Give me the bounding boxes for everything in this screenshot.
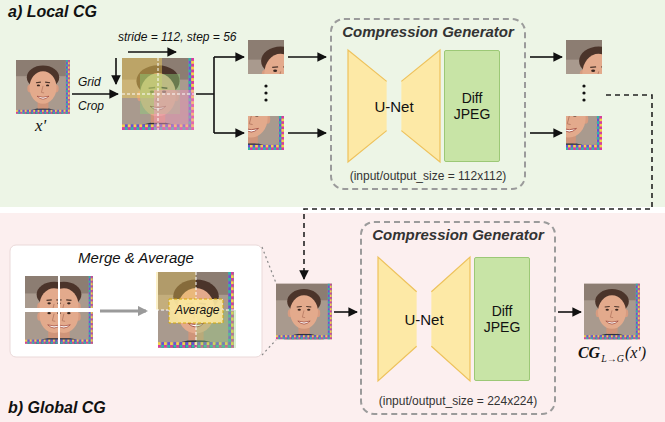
crop-image: [219, 85, 284, 150]
crop-image: [248, 40, 313, 105]
jpeg-block: Diff JPEG: [474, 257, 530, 381]
art-detail: [35, 286, 93, 344]
ellipsis-dot: [582, 91, 585, 94]
grid-window: [154, 90, 194, 130]
art-detail: [276, 284, 332, 340]
arrow: [115, 58, 117, 84]
arrow: [128, 51, 176, 53]
zoom-line: [262, 247, 276, 355]
node-title: Compression Generator: [372, 226, 544, 243]
image-symbol: x': [35, 116, 46, 136]
node-title: Compression Generator: [342, 23, 514, 40]
arrow: [288, 132, 326, 134]
merge-arrow: [100, 310, 146, 313]
node-title: Merge & Average: [78, 249, 194, 266]
panel-fill: [0, 0, 665, 207]
average-patch: [169, 299, 223, 323]
face-image: [122, 58, 194, 130]
arrow: [558, 311, 581, 313]
node-title: Diff JPEG: [475, 303, 529, 335]
ellipsis-dot: [582, 98, 585, 101]
stride-note: stride = 112, step = 56: [118, 30, 237, 44]
grid-line: [122, 58, 194, 130]
node-title: b) Global CG: [8, 399, 106, 417]
art-detail: [537, 85, 602, 150]
ellipsis-dot: [264, 84, 267, 87]
node-title: Diff JPEG: [445, 90, 499, 122]
arrow: [72, 93, 118, 95]
arrow: [214, 132, 244, 134]
art-detail: [566, 40, 631, 105]
arrow: [214, 56, 244, 58]
crop-image: [537, 85, 602, 150]
art-detail: [584, 284, 640, 340]
panel-fill: [0, 213, 665, 422]
art-detail: [16, 60, 70, 114]
crop-image: [566, 40, 631, 105]
face-image: [584, 284, 640, 340]
overlay-label: Average: [175, 303, 219, 317]
node-note: (input/output_size = 224x224): [379, 394, 537, 408]
step-label: Crop: [78, 99, 104, 113]
node-note: (input/output_size = 112x112): [350, 169, 507, 183]
branch-line: [196, 57, 214, 133]
jpeg-block: Diff JPEG: [444, 50, 500, 162]
generator-box: Compression Generator (input/output_size …: [360, 221, 556, 415]
ellipsis-dot: [264, 91, 267, 94]
output-symbol: CG: [578, 344, 600, 362]
crop-image: [35, 286, 93, 344]
output-subscript: L→G: [601, 353, 624, 364]
ellipsis-dot: [582, 84, 585, 87]
arrow: [334, 311, 357, 313]
ellipsis-dot: [264, 98, 267, 101]
panel-band: b) Global CG Merge & Average Compression G…: [0, 213, 665, 422]
grid-line: [156, 272, 236, 348]
step-label: Grid: [78, 75, 101, 89]
unet-block: U-Net: [348, 50, 440, 162]
art-detail: [219, 85, 284, 150]
node-title: U-Net: [374, 98, 413, 115]
arrow: [530, 132, 562, 134]
art-detail: [122, 58, 194, 130]
node-title: U-Net: [404, 311, 443, 328]
face-image: [16, 60, 70, 114]
output-symbol: (x'): [625, 344, 646, 362]
arrow: [288, 56, 326, 58]
unet-block: U-Net: [378, 257, 470, 381]
arrow: [530, 56, 562, 58]
merge-fill: [10, 245, 262, 357]
node-title: a) Local CG: [8, 3, 97, 21]
merge-box: Merge & Average: [10, 245, 262, 357]
art-detail: [248, 40, 313, 105]
generator-box: Compression Generator (input/output_size …: [330, 18, 526, 190]
face-image: [276, 284, 332, 340]
